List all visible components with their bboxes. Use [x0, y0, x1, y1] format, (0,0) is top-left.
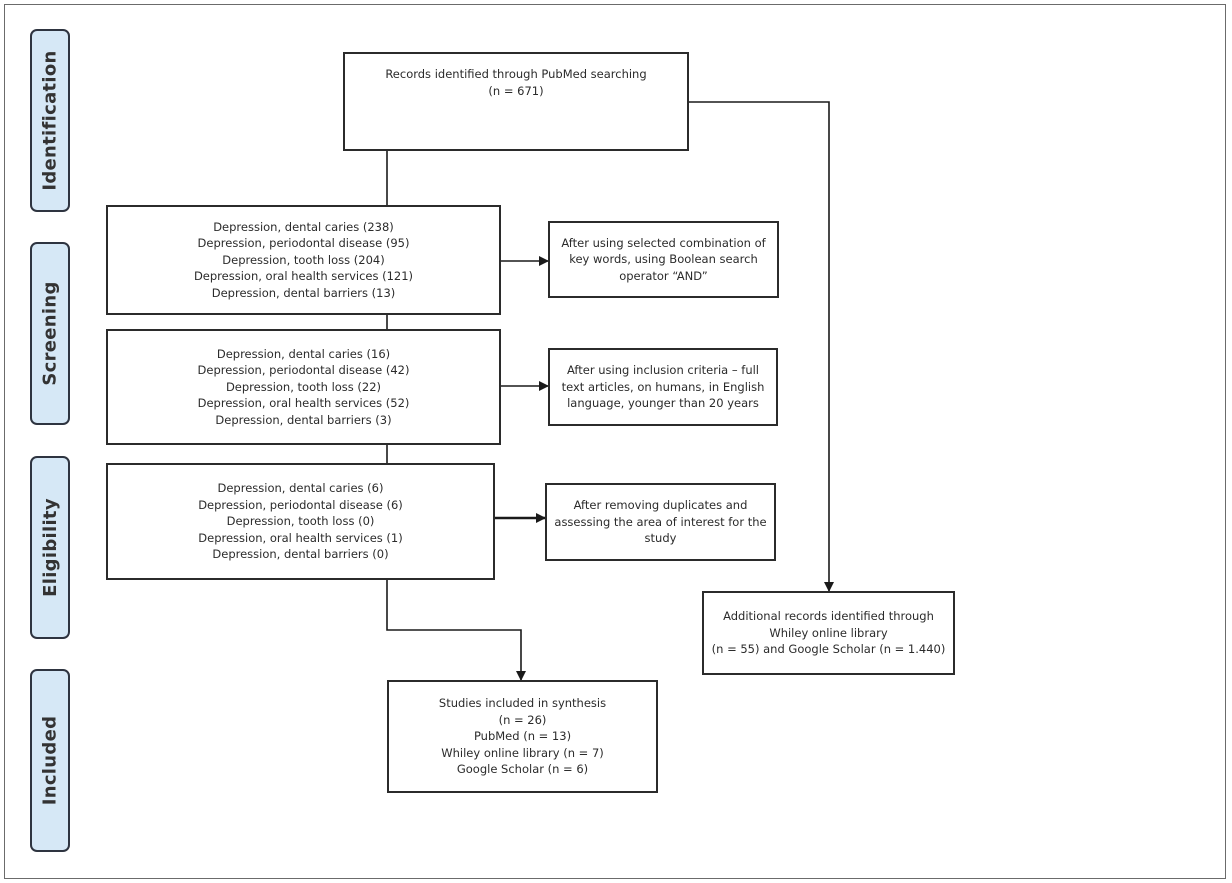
additional-records-box: Additional records identified through Wh…	[702, 591, 955, 675]
screening-inclusion-box: Depression, dental caries (16) Depressio…	[106, 329, 501, 445]
note-line: language, younger than 20 years	[567, 396, 759, 411]
screening-inclusion-note: After using inclusion criteria – full te…	[548, 348, 778, 426]
note-line: study	[644, 531, 677, 546]
box-line: Depression, tooth loss (0)	[226, 514, 375, 529]
box-line: Depression, dental barriers (13)	[211, 285, 396, 300]
screening-keywords-note: After using selected combination of key …	[548, 221, 779, 298]
stage-label-identification: Identification	[39, 50, 61, 191]
box-line: Additional records identified through	[723, 609, 934, 624]
box-line: Depression, periodontal disease (95)	[197, 236, 410, 251]
box-line: Depression, oral health services (52)	[197, 396, 410, 411]
box-line: PubMed (n = 13)	[473, 729, 572, 744]
stage-label-included: Included	[39, 715, 61, 806]
connector-eligibility-to-included	[386, 579, 526, 681]
note-line: After using inclusion criteria – full	[566, 363, 760, 378]
eligibility-box: Depression, dental caries (6) Depression…	[106, 463, 495, 580]
box-line: Whiley online library	[769, 625, 888, 640]
box-line: Depression, periodontal disease (6)	[198, 497, 403, 512]
box-line: Depression, periodontal disease (42)	[197, 363, 410, 378]
box-line: Depression, dental barriers (0)	[212, 547, 389, 562]
screening-keywords-box: Depression, dental caries (238) Depressi…	[106, 205, 501, 315]
box-line: Depression, tooth loss (204)	[222, 252, 385, 267]
stage-eligibility: Eligibility	[30, 456, 70, 639]
note-line: operator “AND”	[619, 268, 708, 283]
box-line: (n = 671)	[488, 83, 544, 98]
box-line: Depression, dental caries (16)	[216, 346, 391, 361]
box-line: Studies included in synthesis	[438, 696, 607, 711]
box-line: Depression, oral health services (1)	[198, 530, 403, 545]
box-line: (n = 55) and Google Scholar (n = 1.440)	[711, 642, 946, 657]
box-line: Depression, tooth loss (22)	[225, 379, 382, 394]
stage-screening: Screening	[30, 242, 70, 425]
stage-label-eligibility: Eligibility	[39, 498, 61, 597]
box-line: Google Scholar (n = 6)	[456, 762, 589, 777]
included-studies-box: Studies included in synthesis (n = 26) P…	[387, 680, 658, 793]
diagram-frame	[4, 4, 1226, 879]
stage-included: Included	[30, 669, 70, 852]
connector-pubmed-to-additional	[688, 101, 834, 592]
stage-identification: Identification	[30, 29, 70, 212]
box-line: (n = 26)	[498, 712, 547, 727]
pubmed-records-box: Records identified through PubMed search…	[343, 52, 689, 151]
eligibility-note: After removing duplicates and assessing …	[545, 483, 776, 561]
note-line: text articles, on humans, in English	[561, 379, 765, 394]
box-line: Whiley online library (n = 7)	[441, 745, 604, 760]
box-line: Depression, dental caries (238)	[213, 219, 394, 234]
box-line: Depression, dental barriers (3)	[215, 412, 392, 427]
note-line: After removing duplicates and	[573, 498, 748, 513]
stage-label-screening: Screening	[39, 281, 61, 386]
box-line: Depression, oral health services (121)	[193, 269, 414, 284]
note-line: assessing the area of interest for the	[554, 514, 767, 529]
box-line: Records identified through PubMed search…	[385, 67, 647, 81]
note-line: After using selected combination of	[561, 235, 766, 250]
box-line: Depression, dental caries (6)	[217, 481, 384, 496]
note-line: key words, using Boolean search	[569, 252, 758, 267]
